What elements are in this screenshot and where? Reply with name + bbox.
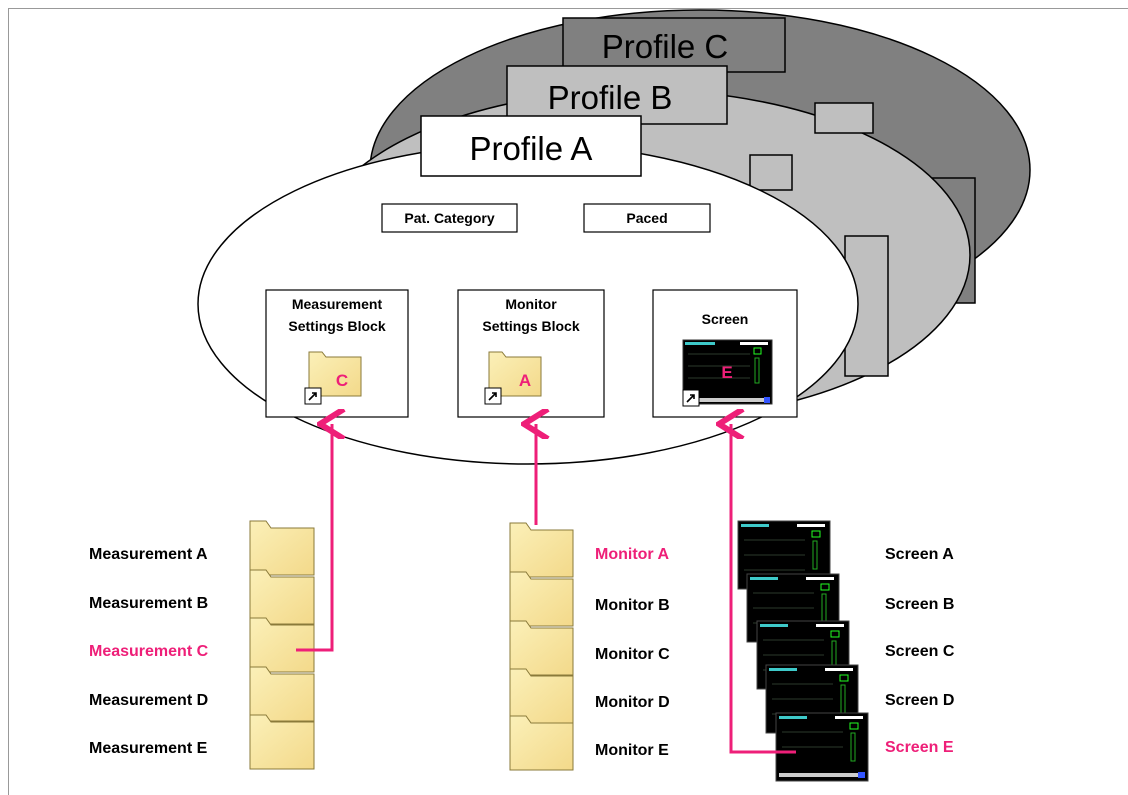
monitor-c-label[interactable]: Monitor C (595, 646, 670, 663)
folder-stack-monitor (509, 522, 574, 771)
measurement-c-label[interactable]: Measurement C (89, 643, 209, 660)
folder-shortcut-icon (484, 351, 542, 405)
screen-d-label[interactable]: Screen D (885, 692, 954, 709)
folder-icon[interactable] (249, 520, 315, 576)
paced-label: Paced (626, 210, 667, 226)
screen-a-label[interactable]: Screen A (885, 546, 954, 563)
screen-list: Screen A Screen B Screen C Screen D Scre… (737, 520, 955, 782)
screen-thumbnail-icon[interactable] (775, 712, 869, 782)
monitor-settings-block[interactable]: Monitor Settings Block A (457, 289, 605, 418)
monitor-d-label[interactable]: Monitor D (595, 694, 670, 711)
monitor-block-letter: A (519, 371, 531, 390)
monitor-e-label[interactable]: Monitor E (595, 742, 669, 759)
measurement-b-label[interactable]: Measurement B (89, 595, 208, 612)
folder-shortcut-icon (304, 351, 362, 405)
measurement-a-label[interactable]: Measurement A (89, 546, 208, 563)
connector-arrows (296, 424, 796, 754)
folder-icon[interactable] (509, 571, 574, 627)
folder-icon[interactable] (509, 668, 574, 724)
monitor-block-line2: Settings Block (482, 318, 579, 334)
folder-icon[interactable] (249, 666, 315, 722)
folder-icon[interactable] (509, 620, 574, 676)
paced-box[interactable] (583, 203, 711, 233)
screen-block[interactable]: Screen E (652, 289, 798, 418)
arrow-screen-e-to-block (731, 424, 796, 754)
screen-c-label[interactable]: Screen C (885, 643, 955, 660)
pat-category-box[interactable] (381, 203, 518, 233)
pat-category-label: Pat. Category (404, 210, 494, 226)
measurement-list: Measurement A Measurement B Measurement … (89, 520, 315, 770)
monitor-list: Monitor A Monitor B Monitor C Monitor D … (509, 522, 670, 771)
screen-block-label: Screen (702, 311, 749, 327)
folder-icon[interactable] (249, 569, 315, 625)
measurement-block-line1: Measurement (292, 296, 383, 312)
measurement-block-line2: Settings Block (288, 318, 385, 334)
monitor-block-line1: Monitor (505, 296, 557, 312)
folder-icon[interactable] (249, 714, 315, 770)
screen-e-label[interactable]: Screen E (885, 739, 954, 756)
measurement-settings-block[interactable]: Measurement Settings Block C (265, 289, 409, 418)
profile-a: Profile A Pat. Category Paced Measuremen… (197, 115, 859, 465)
folder-icon[interactable] (509, 715, 574, 771)
screen-block-letter: E (721, 363, 732, 382)
folder-icon[interactable] (509, 522, 574, 578)
screen-b-label[interactable]: Screen B (885, 596, 954, 613)
arrow-measurement-c-to-block (296, 424, 332, 652)
measurement-d-label[interactable]: Measurement D (89, 692, 208, 709)
monitor-a-label[interactable]: Monitor A (595, 546, 670, 563)
profile-a-label[interactable]: Profile A (470, 130, 593, 167)
profile-b-label[interactable]: Profile B (548, 79, 673, 116)
measurement-e-label[interactable]: Measurement E (89, 740, 208, 757)
measurement-block-letter: C (336, 371, 348, 390)
profile-c-label[interactable]: Profile C (602, 28, 729, 65)
folder-stack-measurement (249, 520, 315, 770)
screen-thumbnail-icon (682, 339, 773, 407)
folder-icon[interactable] (249, 617, 315, 673)
screen-thumbnail-stack (737, 520, 869, 782)
monitor-b-label[interactable]: Monitor B (595, 597, 670, 614)
